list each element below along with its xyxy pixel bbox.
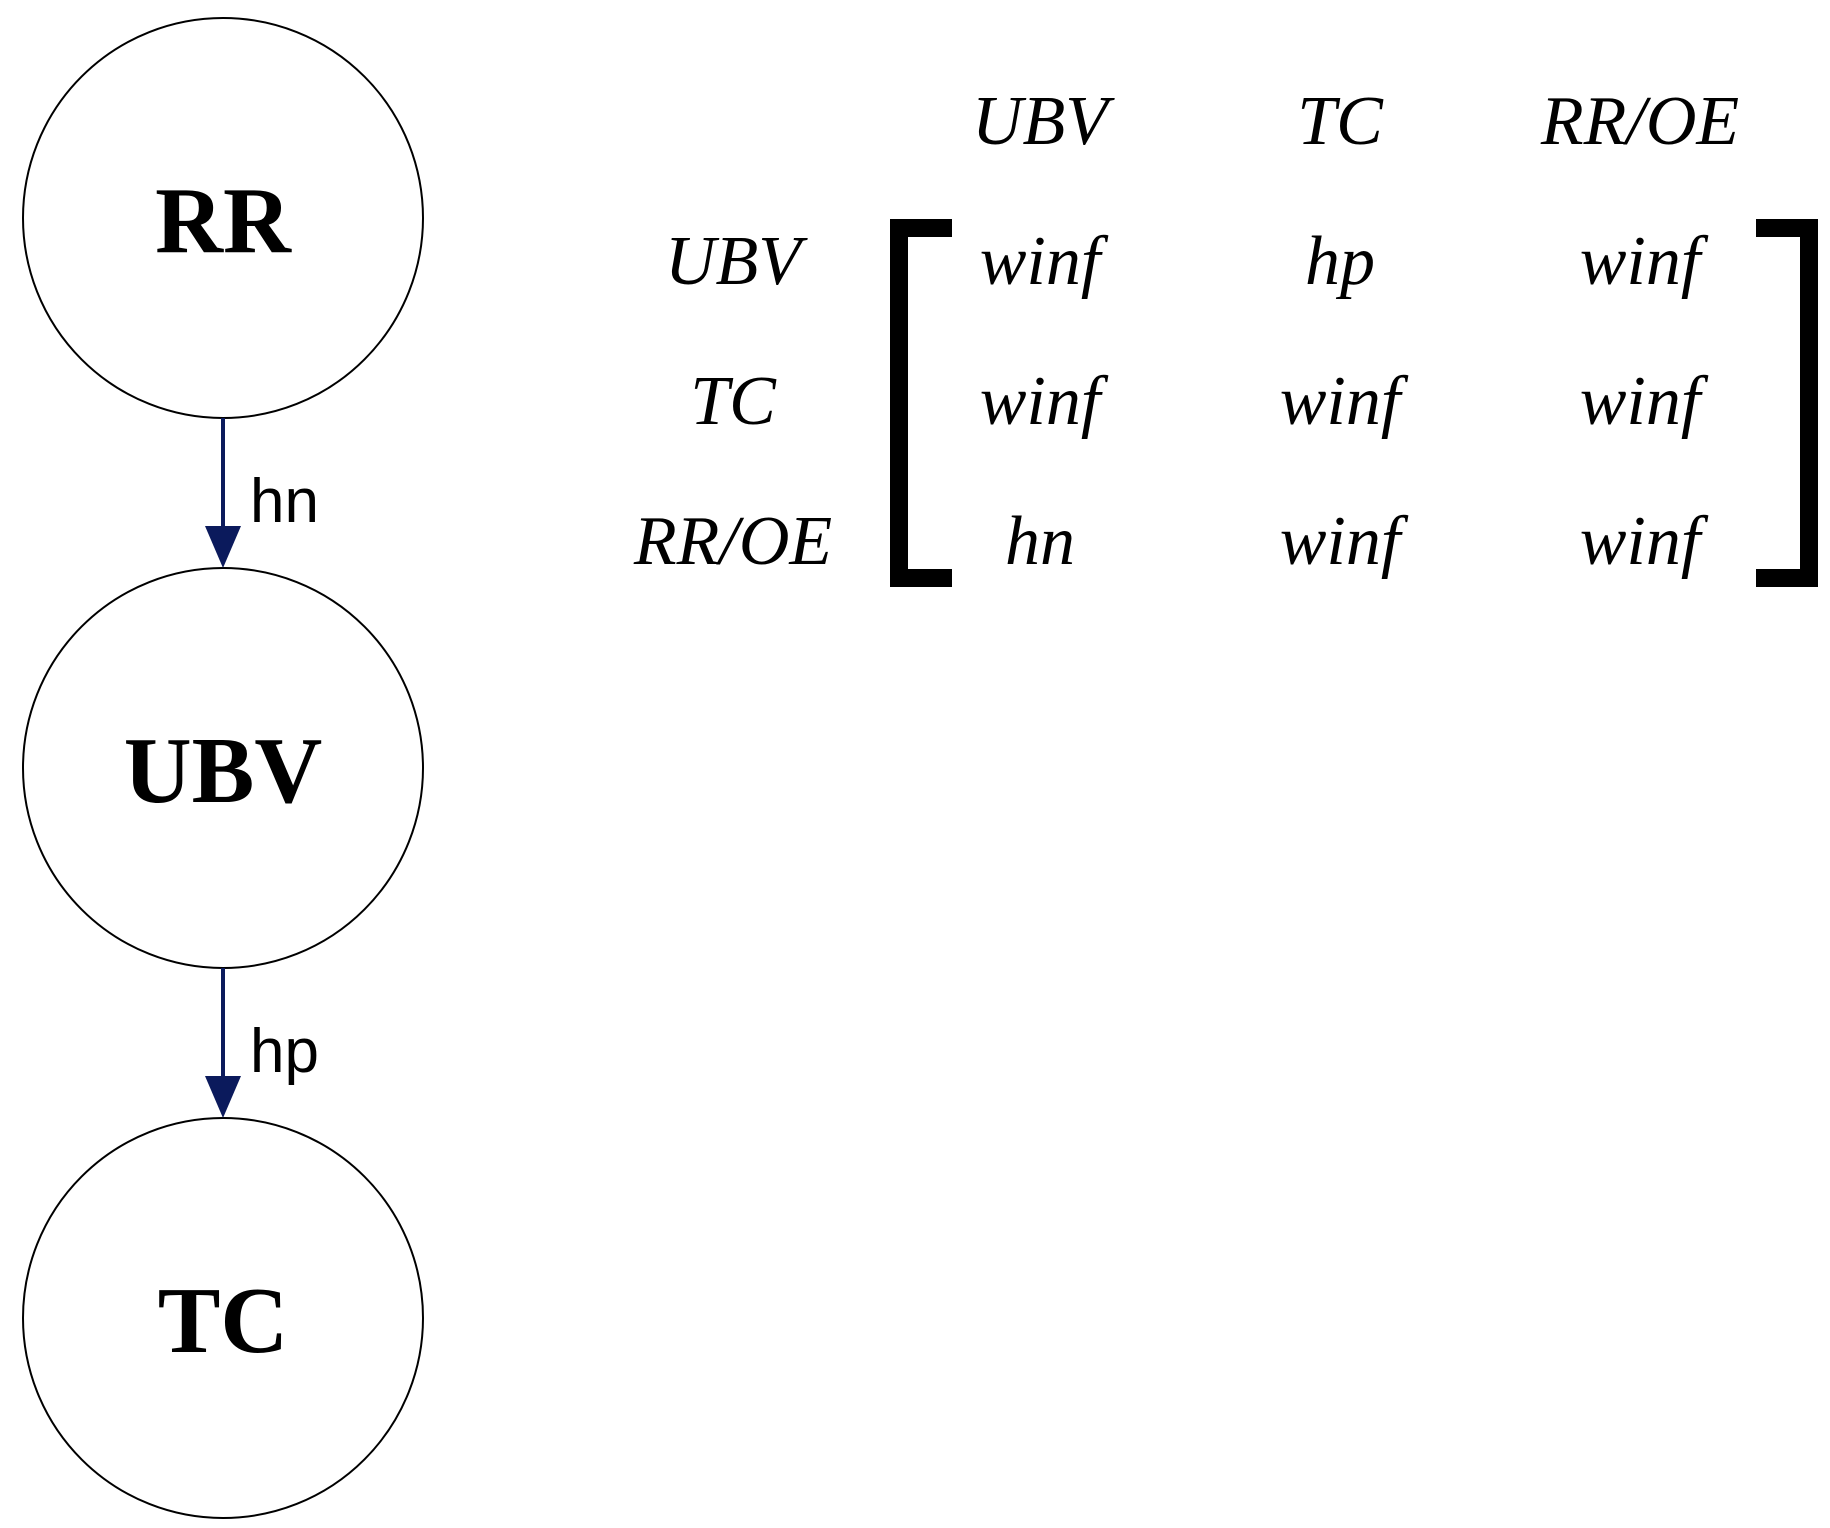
matrix-cell: winf	[1580, 223, 1709, 300]
matrix-left-bracket	[890, 219, 952, 587]
matrix-row-header-rr-oe: RR/OE	[633, 503, 832, 580]
matrix-row-header-tc: TC	[690, 363, 777, 440]
matrix-row-header-ubv: UBV	[665, 223, 808, 300]
edge-ubv-tc-label: hp	[250, 1017, 319, 1086]
adjacency-matrix: UBV TC RR/OE UBV TC RR/OE winf hp winf w…	[633, 83, 1818, 587]
edge-rr-ubv-label: hn	[250, 467, 319, 536]
node-tc-label: TC	[158, 1269, 289, 1373]
node-rr: RR	[22, 17, 424, 419]
node-rr-label: RR	[155, 169, 292, 273]
matrix-col-header-tc: TC	[1297, 83, 1384, 160]
node-ubv-label: UBV	[124, 719, 322, 823]
edge-rr-ubv-arrowhead	[205, 526, 241, 568]
matrix-col-header-ubv: UBV	[972, 83, 1115, 160]
matrix-cell: winf	[1580, 503, 1709, 580]
node-tc: TC	[22, 1117, 424, 1519]
edge-rr-ubv: hn	[205, 418, 319, 568]
matrix-cell: hp	[1305, 223, 1375, 300]
matrix-cell: winf	[1580, 363, 1709, 440]
edge-ubv-tc: hp	[205, 968, 319, 1118]
matrix-right-bracket	[1756, 219, 1818, 587]
node-ubv: UBV	[22, 567, 424, 969]
edge-ubv-tc-arrowhead	[205, 1076, 241, 1118]
matrix-cell: winf	[1280, 503, 1409, 580]
matrix-col-header-rr-oe: RR/OE	[1540, 83, 1739, 160]
matrix-cell: winf	[980, 363, 1109, 440]
matrix-cell: winf	[980, 223, 1109, 300]
matrix-cell: winf	[1280, 363, 1409, 440]
matrix-cell: hn	[1005, 503, 1075, 580]
